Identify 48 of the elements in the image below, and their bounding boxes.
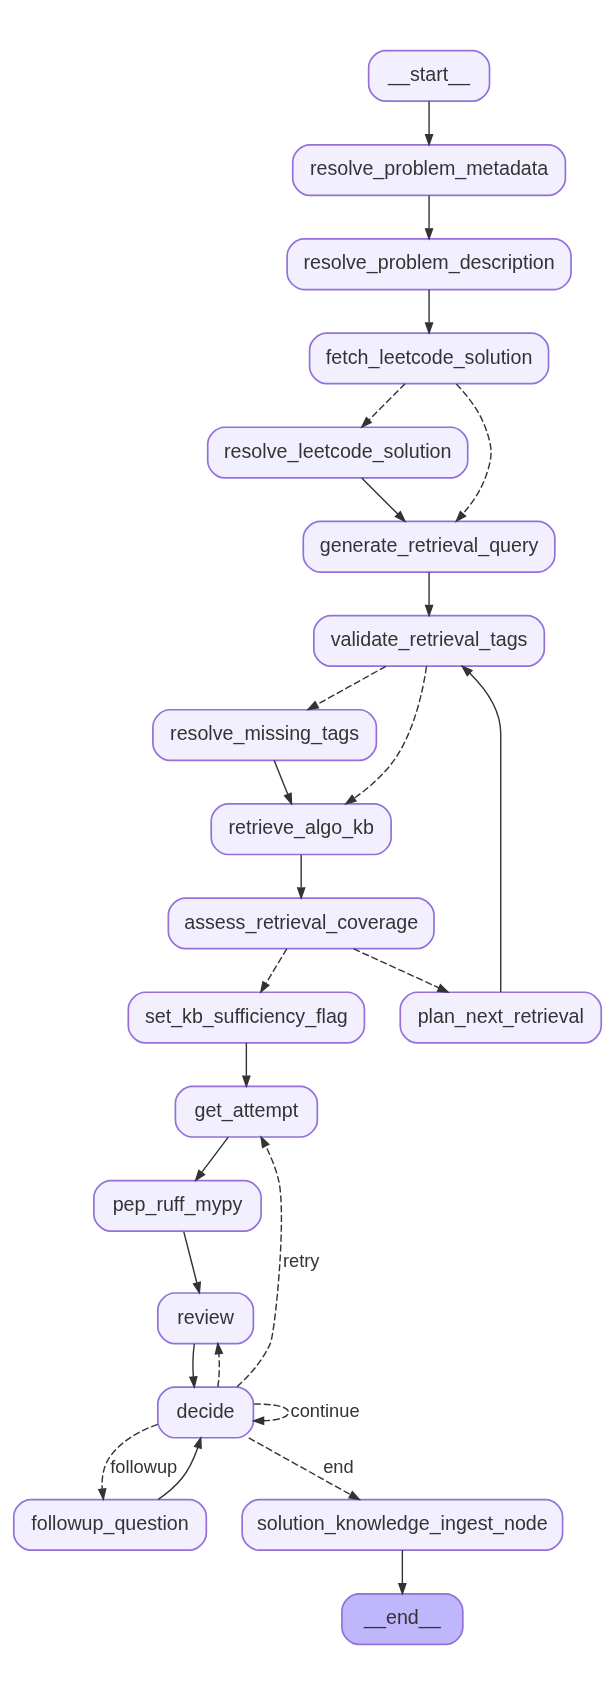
node-box: review — [156, 1291, 255, 1344]
arrow — [251, 1402, 290, 1425]
node-box: set_kb_sufficiency_flag — [127, 990, 366, 1044]
node-box: __start__ — [367, 49, 491, 102]
arrow — [424, 194, 434, 241]
arrow — [241, 1041, 251, 1088]
arrow — [454, 382, 492, 523]
edge-label: retry — [282, 1249, 320, 1271]
arrow — [424, 288, 434, 335]
node-box: resolve_problem_description — [286, 237, 572, 290]
arrow — [273, 759, 293, 806]
arrow — [352, 947, 450, 993]
arrow — [183, 1230, 202, 1295]
arrow — [259, 947, 288, 994]
arrow — [188, 1342, 198, 1389]
edge-label: end — [323, 1455, 354, 1477]
node-box: resolve_leetcode_solution — [206, 425, 469, 479]
node-box: plan_next_retrieval — [399, 990, 603, 1044]
node-box: resolve_missing_tags — [152, 708, 378, 761]
node-box: followup_question — [12, 1498, 208, 1551]
arrow — [361, 476, 407, 523]
arrow — [296, 853, 306, 900]
node-box: get_attempt — [174, 1085, 319, 1138]
node-box: fetch_leetcode_solution — [308, 331, 550, 385]
node-box: solution_knowledge_ingest_node — [241, 1498, 564, 1551]
arrow — [97, 1423, 159, 1501]
node-box: generate_retrieval_query — [302, 520, 556, 573]
edge-label: continue — [290, 1399, 360, 1421]
arrow — [194, 1135, 229, 1182]
arrow — [344, 665, 428, 805]
arrow — [424, 100, 434, 147]
node-box: __end__ — [341, 1592, 464, 1645]
edge-label: followup — [110, 1455, 178, 1477]
node-box: decide — [156, 1385, 255, 1439]
node-box: validate_retrieval_tags — [312, 614, 546, 667]
arrow — [157, 1435, 202, 1500]
arrow — [424, 570, 434, 617]
arrow — [306, 665, 387, 711]
arrow — [214, 1341, 224, 1388]
arrow — [248, 1436, 362, 1501]
node-box: pep_ruff_mypy — [93, 1179, 262, 1232]
arrow — [460, 664, 502, 993]
arrow — [397, 1549, 407, 1596]
arrow — [236, 1134, 283, 1388]
arrow — [360, 382, 406, 429]
node-box: assess_retrieval_coverage — [167, 896, 435, 950]
node-box: resolve_problem_metadata — [291, 143, 567, 196]
node-box: retrieve_algo_kb — [210, 802, 392, 855]
